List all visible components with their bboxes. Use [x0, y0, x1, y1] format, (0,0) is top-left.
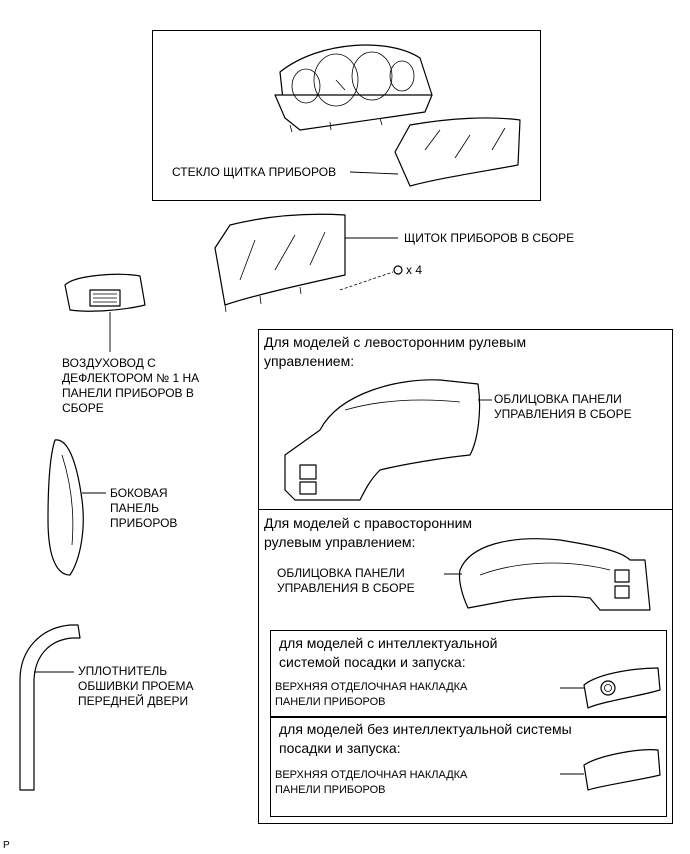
door-seal-label: УПЛОТНИТЕЛЬ ОБШИВКИ ПРОЕМА ПЕРЕДНЕЙ ДВЕР…: [78, 664, 194, 708]
no-smart-entry-heading: для моделей без интеллектуальной системы…: [279, 721, 572, 756]
air-duct-label: ВОЗДУХОВОД С ДЕФЛЕКТОРОМ № 1 НА ПАНЕЛИ П…: [62, 356, 200, 415]
smart-entry-part-label: ВЕРХНЯЯ ОТДЕЛОЧНАЯ НАКЛАДКА ПАНЕЛИ ПРИБО…: [275, 681, 468, 708]
rhd-finish-panel-label: ОБЛИЦОВКА ПАНЕЛИ УПРАВЛЕНИЯ В СБОРЕ: [277, 566, 415, 595]
side-panel-drawing: [47, 439, 84, 576]
rhd-heading: Для моделей с правосторонним рулевым упр…: [264, 515, 473, 550]
lhd-finish-panel-drawing: [284, 379, 481, 501]
cluster-glass-drawing: [394, 117, 521, 187]
screw-drawing: [339, 265, 403, 291]
corner-mark: P: [3, 840, 10, 851]
lhd-heading: Для моделей с левосторонним рулевым упра…: [264, 334, 527, 369]
lhd-finish-panel-label: ОБЛИЦОВКА ПАНЕЛИ УПРАВЛЕНИЯ В СБОРЕ: [494, 392, 632, 421]
door-seal-drawing: [19, 624, 81, 791]
no-smart-entry-frame: [270, 717, 667, 817]
air-duct-drawing: [64, 273, 146, 312]
smart-entry-frame: [270, 630, 667, 717]
instrument-cluster-assy-drawing: [214, 213, 346, 313]
variant-divider: [258, 509, 673, 510]
instrument-cluster-assy-label: ЩИТОК ПРИБОРОВ В СБОРЕ: [404, 231, 575, 245]
rhd-finish-panel-drawing: [458, 538, 651, 611]
screw-count-label: x 4: [406, 263, 423, 277]
variant-frame: [258, 329, 673, 824]
no-smart-entry-finish-plate-drawing: [583, 749, 661, 791]
no-smart-entry-part-label: ВЕРХНЯЯ ОТДЕЛОЧНАЯ НАКЛАДКА ПАНЕЛИ ПРИБО…: [275, 769, 468, 796]
side-panel-label: БОКОВАЯ ПАНЕЛЬ ПРИБОРОВ: [110, 486, 178, 530]
smart-entry-heading: для моделей с интеллектуальной системой …: [279, 635, 498, 670]
cluster-glass-frame: [152, 30, 541, 201]
smart-entry-finish-plate-drawing: [583, 667, 661, 709]
combination-meter-drawing: [274, 44, 433, 133]
cluster-glass-label: СТЕКЛО ЩИТКА ПРИБОРОВ: [172, 165, 337, 179]
